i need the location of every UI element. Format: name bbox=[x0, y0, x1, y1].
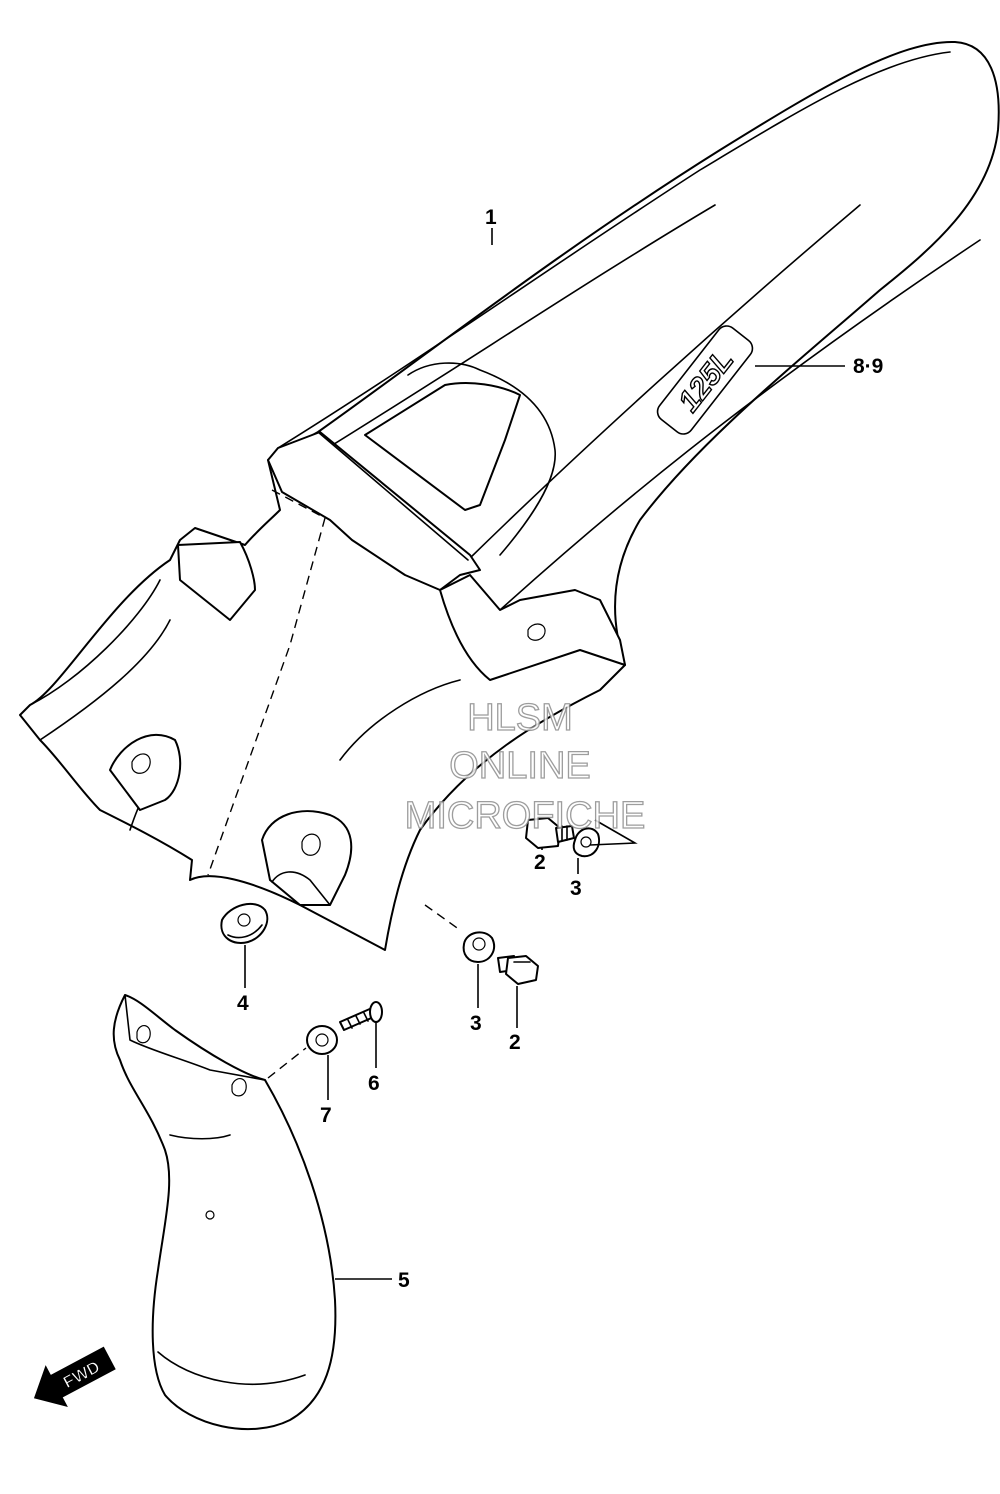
callout-3-upper: 3 bbox=[570, 877, 582, 900]
callout-5: 5 bbox=[398, 1269, 410, 1292]
callout-2-lower: 2 bbox=[509, 1031, 521, 1054]
callout-8-9: 8·9 bbox=[853, 355, 883, 378]
callout-6: 6 bbox=[368, 1072, 380, 1095]
watermark: HLSM ONLINE MICROFICHE bbox=[404, 696, 646, 837]
callout-1: 1 bbox=[485, 206, 497, 229]
callout-7: 7 bbox=[320, 1104, 332, 1127]
bolt-part-2-upper bbox=[525, 817, 575, 849]
watermark-line-2: ONLINE bbox=[449, 745, 590, 787]
fwd-arrow-icon bbox=[33, 1346, 116, 1408]
rear-fender-part-1: 125L bbox=[19, 40, 1000, 951]
watermark-line-3: MICROFICHE bbox=[405, 795, 646, 837]
bolt-part-2-lower bbox=[497, 955, 539, 985]
nut-part-3-lower bbox=[462, 931, 496, 963]
screw-part-6 bbox=[339, 1001, 383, 1031]
callout-2-upper: 2 bbox=[534, 851, 546, 874]
fwd-arrow: FWD bbox=[33, 1346, 116, 1408]
washer-part-4 bbox=[220, 902, 269, 944]
watermark-line-1: HLSM bbox=[467, 697, 573, 739]
callout-4: 4 bbox=[237, 992, 249, 1015]
washer-part-7 bbox=[306, 1025, 338, 1055]
leader-lines bbox=[244, 228, 845, 1280]
callout-3-lower: 3 bbox=[470, 1012, 482, 1035]
nut-part-3-upper bbox=[572, 827, 600, 858]
mudflap-part-5 bbox=[112, 994, 337, 1431]
